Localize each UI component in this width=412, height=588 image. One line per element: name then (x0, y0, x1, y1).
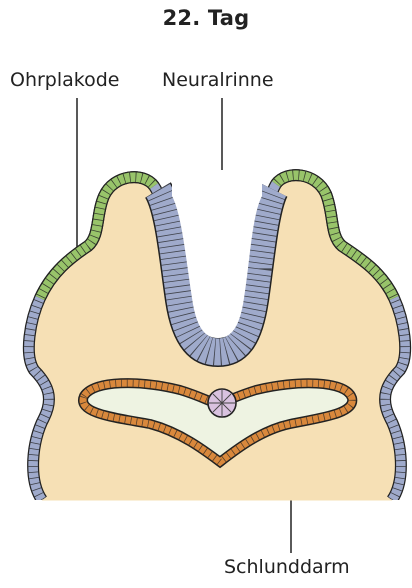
notochord (208, 389, 236, 417)
